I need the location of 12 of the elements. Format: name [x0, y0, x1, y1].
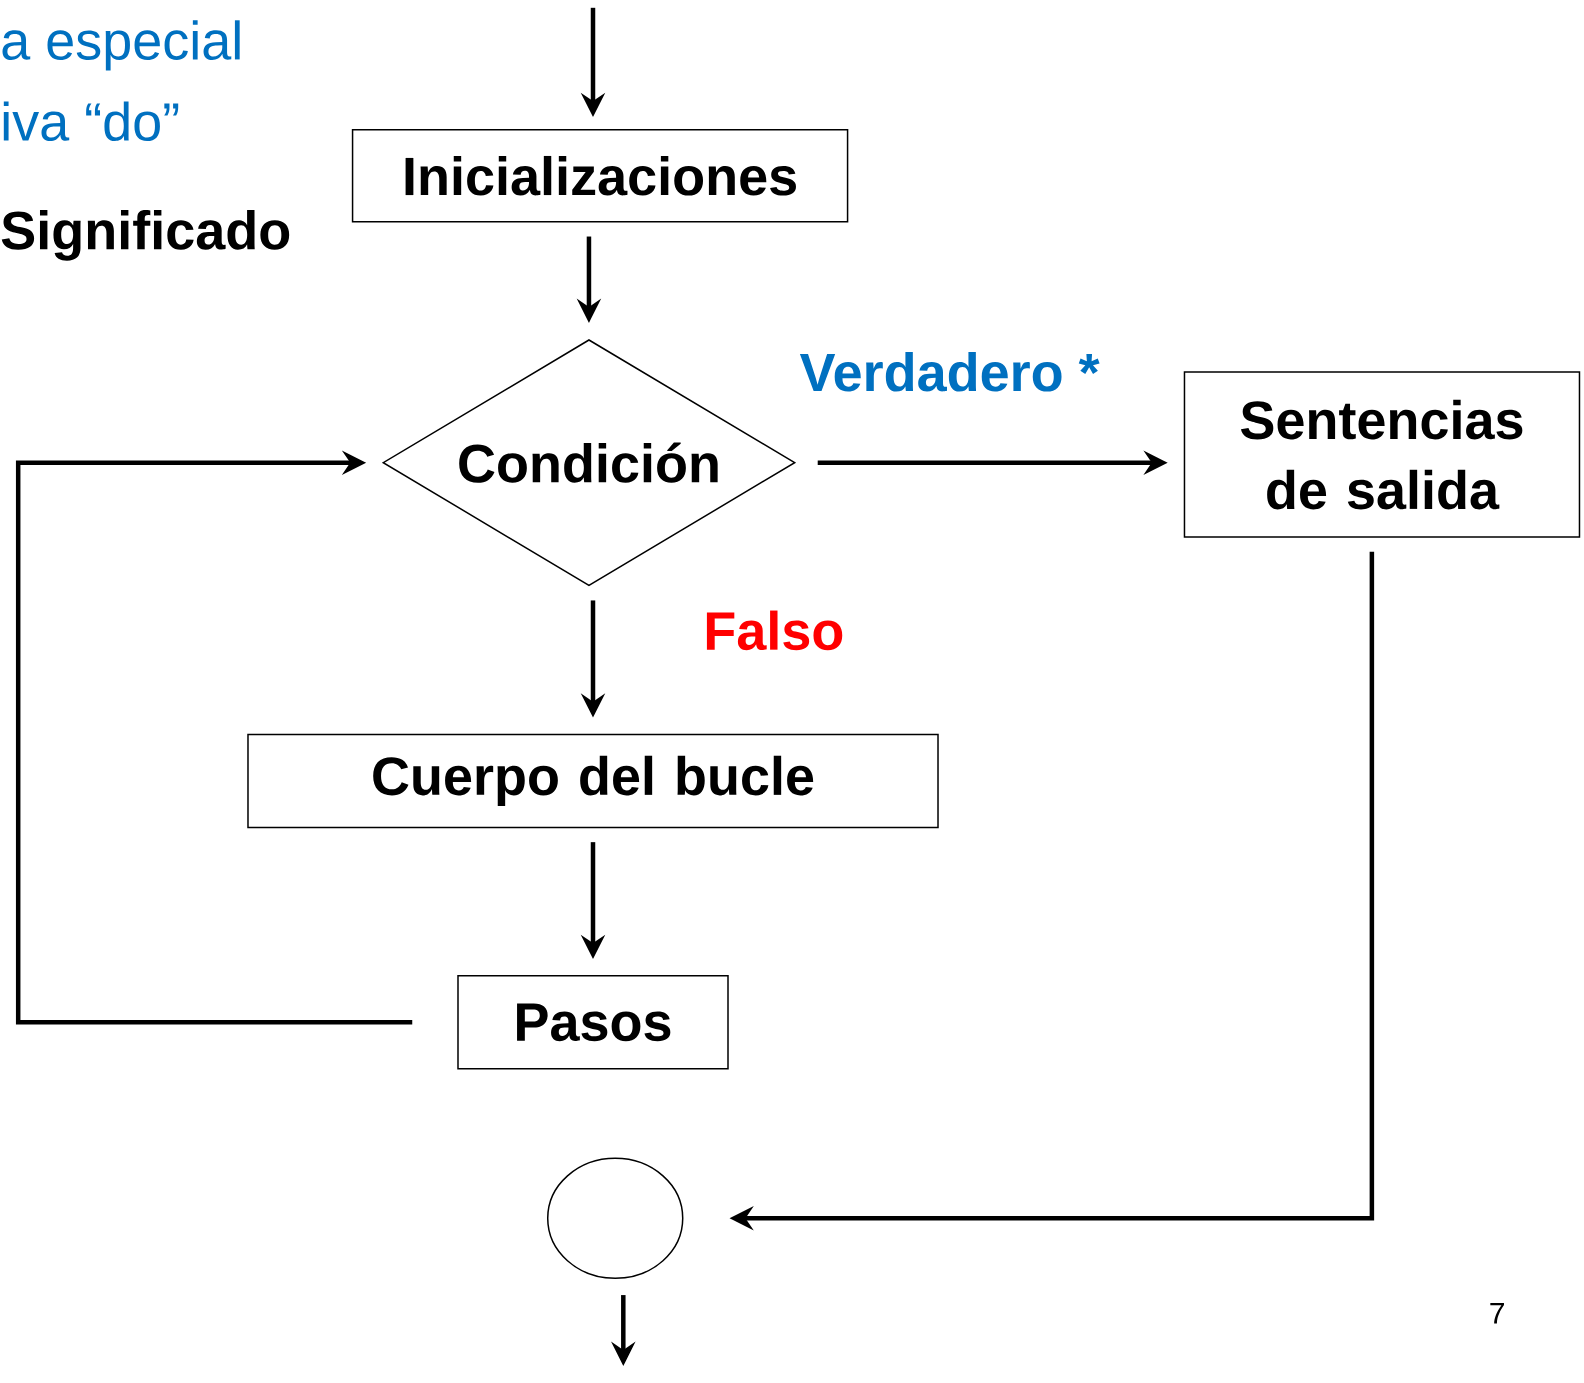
edge-label: Verdadero * — [799, 351, 1100, 392]
process-box: Pasos — [457, 975, 729, 1070]
slide-text: iva “do” — [3, 101, 179, 142]
process-box: Cuerpo del bucle — [247, 733, 939, 829]
edge-label: Falso — [706, 610, 843, 651]
slide-text: a especial — [2, 20, 240, 71]
page-number: 7 — [1490, 1303, 1504, 1324]
heading: Significado — [1, 210, 290, 261]
process-box: Sentencias de salida — [1183, 371, 1581, 538]
process-box: Inicializaciones — [351, 129, 849, 223]
end-circle — [546, 1157, 684, 1280]
arrow — [15, 450, 413, 1025]
